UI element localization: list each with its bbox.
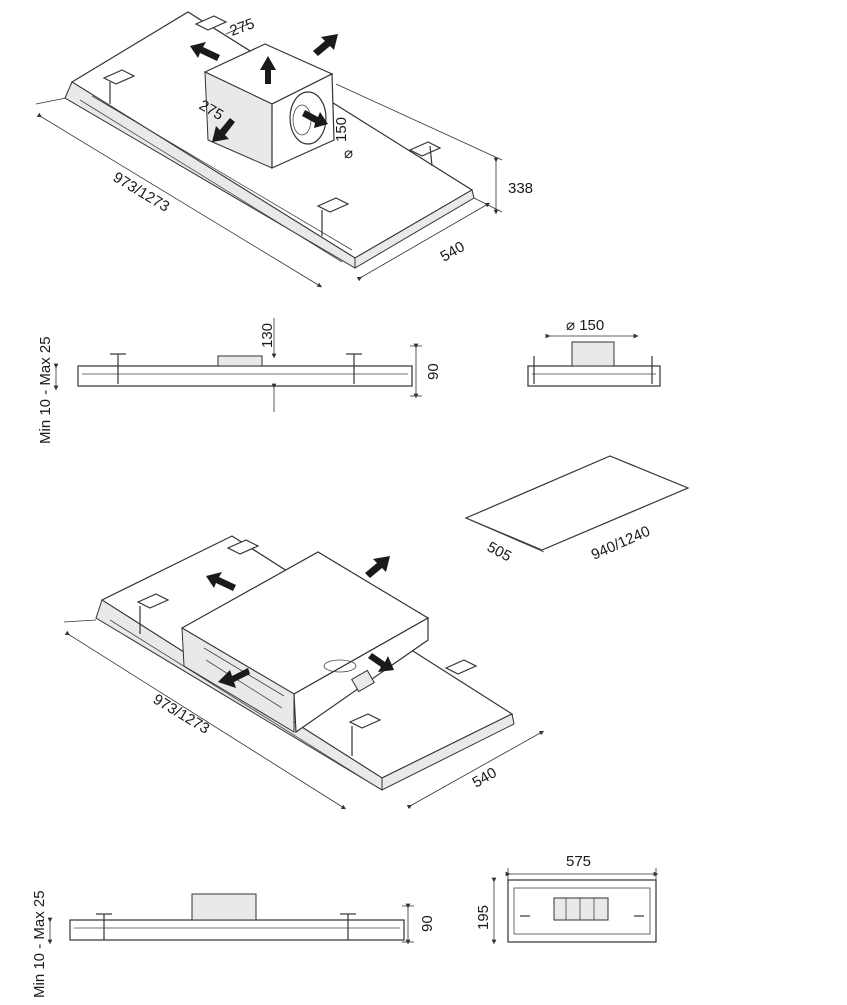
mounting-bracket: [408, 141, 442, 167]
dim-outlet-diameter-front: ⌀ 150: [566, 317, 604, 334]
airflow-arrow-left: [190, 42, 220, 61]
side-view-a: 130 90 Min 10 - Max 25: [37, 318, 442, 444]
airflow-arrow-right-up: [313, 34, 338, 56]
dim-duct-width-a: 275: [228, 15, 257, 40]
mounting-bracket: [348, 713, 382, 756]
dim-height-front-b: 195: [475, 905, 492, 930]
front-view-a: ⌀ 150: [527, 317, 661, 387]
dim-length-bottom: 973/1273: [150, 691, 212, 738]
airflow-arrow-right-down: [368, 653, 394, 672]
dim-depth-bottom: 540: [470, 764, 500, 791]
airflow-arrow-right-up: [365, 556, 390, 578]
top-iso-view: 275 275 150 ⌀ 338 973/1273 540: [35, 11, 533, 288]
dim-outlet-diameter: 150: [333, 117, 350, 142]
airflow-arrow-left: [206, 572, 236, 591]
dim-cutout-width: 505: [484, 539, 514, 566]
frame-side: [77, 365, 413, 387]
bottom-iso-view: 973/1273 540: [63, 535, 545, 810]
dim-cutout-length: 940/1240: [589, 523, 653, 564]
dim-length: 973/1273: [110, 169, 172, 216]
dim-recess: Min 10 - Max 25: [37, 336, 54, 444]
frame-side-b: [69, 919, 405, 941]
mounting-bracket: [136, 593, 170, 634]
dim-frame-height-b: 90: [419, 915, 436, 932]
motor-front-b: [553, 897, 609, 921]
dim-line: [225, 23, 249, 35]
mounting-bracket: [444, 659, 478, 675]
dim-recess-b: Min 10 - Max 25: [31, 890, 48, 998]
ceiling-cutout-view: 505 940/1240: [464, 455, 690, 566]
dim-depth: 540: [438, 238, 468, 265]
mounting-bracket: [102, 69, 136, 104]
dim-height: 338: [508, 180, 533, 197]
side-view-b: 90 Min 10 - Max 25: [31, 890, 436, 998]
housing-side-b: [191, 893, 257, 921]
mounting-bracket: [194, 15, 228, 31]
spigot-front: [571, 341, 615, 367]
diameter-symbol: ⌀: [344, 145, 353, 162]
spigot-side: [217, 355, 263, 367]
cutout-outline: [464, 455, 690, 551]
dim-width-front-b: 575: [566, 853, 591, 870]
mounting-bracket: [226, 539, 260, 555]
dim-spigot-height: 130: [259, 323, 276, 348]
dim-frame-height: 90: [425, 363, 442, 380]
frame-front: [527, 365, 661, 387]
airflow-arrow-up: [260, 56, 276, 84]
front-view-b: 575 195: [475, 853, 659, 945]
